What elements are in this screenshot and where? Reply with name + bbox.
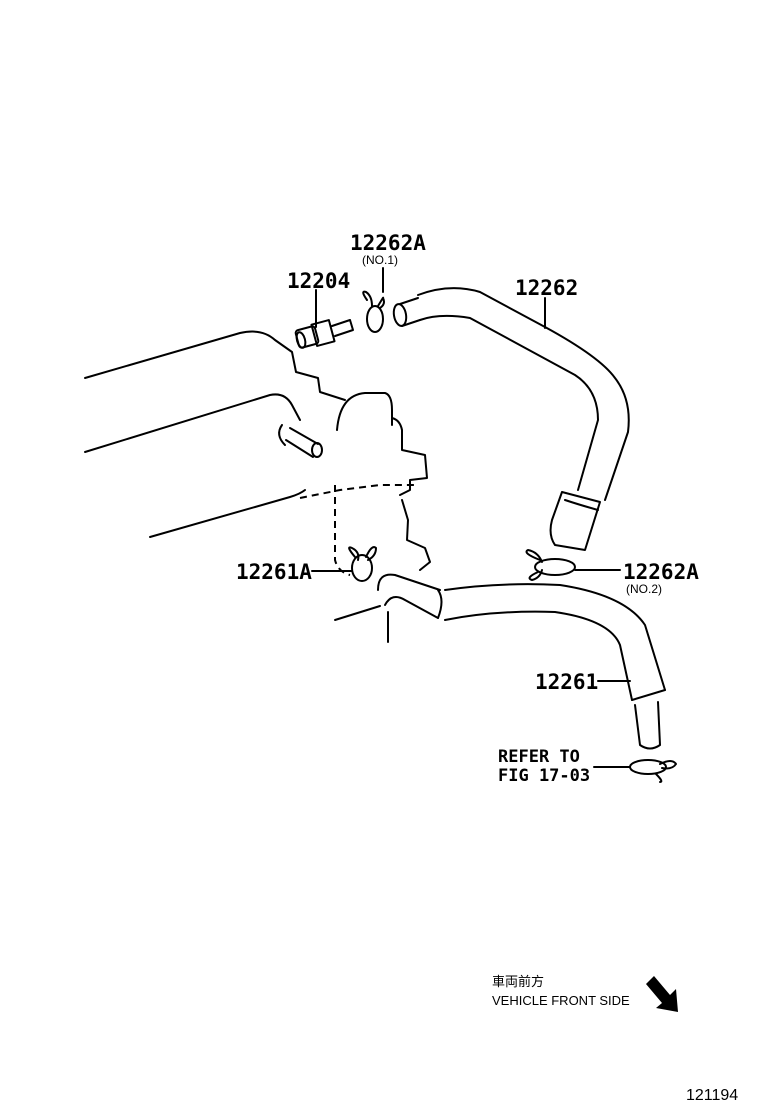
figure-id: 121194 — [686, 1087, 738, 1104]
vehicle-front-label: VEHICLE FRONT SIDE — [492, 993, 630, 1008]
hose-12262[interactable] — [392, 287, 630, 551]
vehicle-front-japanese: 車両前方 — [492, 974, 544, 989]
leader-lines — [311, 267, 631, 768]
clip-12261A[interactable] — [348, 546, 377, 582]
part-number-12204[interactable]: 12204 — [287, 269, 350, 293]
part-note-no2: (NO.2) — [626, 582, 662, 596]
engine-head-outline — [84, 330, 431, 643]
refer-to-label: REFER TO — [498, 747, 580, 767]
part-note-no1: (NO.1) — [362, 253, 398, 267]
pcv-valve-12204[interactable] — [294, 319, 354, 349]
clip-12262A-no1[interactable] — [362, 290, 385, 333]
part-number-12262A-no1[interactable]: 12262A — [350, 231, 426, 255]
part-number-12261[interactable]: 12261 — [535, 670, 598, 694]
hose-12261[interactable] — [377, 573, 666, 750]
clip-12262A-no2[interactable] — [525, 549, 576, 581]
clip-refer-fig — [629, 759, 677, 783]
part-number-12262A-no2[interactable]: 12262A — [623, 560, 699, 584]
refer-fig-link[interactable]: FIG 17-03 — [498, 766, 590, 786]
part-number-12262[interactable]: 12262 — [515, 276, 578, 300]
part-number-12261A[interactable]: 12261A — [236, 560, 312, 584]
arrow-down-right-icon — [646, 976, 678, 1012]
